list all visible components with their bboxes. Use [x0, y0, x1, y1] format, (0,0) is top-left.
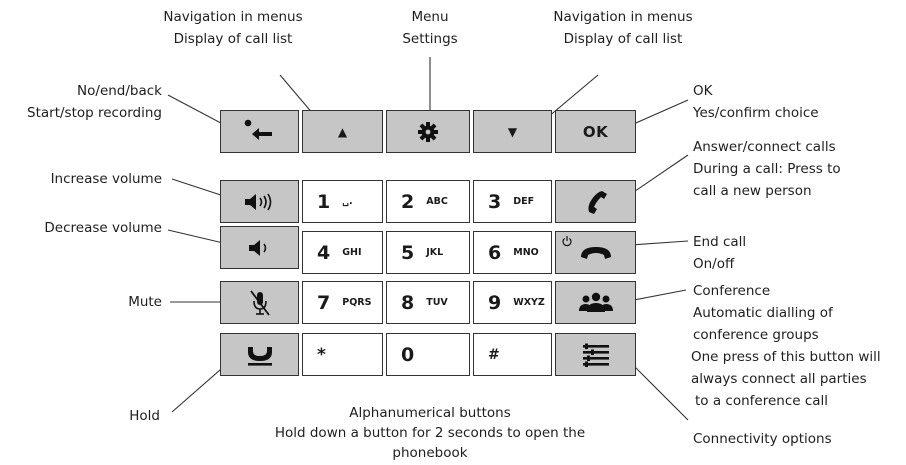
- label-mute: Mute: [128, 294, 162, 310]
- handset-hold-icon: [244, 343, 276, 367]
- volume-up-button[interactable]: [220, 180, 299, 223]
- label-decrease-volume: Decrease volume: [44, 220, 162, 236]
- volume-down-button[interactable]: [220, 226, 299, 269]
- key-star[interactable]: *: [302, 333, 383, 376]
- list-options-icon: [581, 343, 611, 367]
- end-call-button[interactable]: [555, 231, 636, 274]
- handset-hangup-icon: [579, 243, 613, 263]
- down-button[interactable]: ▼: [473, 110, 552, 153]
- back-button[interactable]: [220, 110, 299, 153]
- key-6[interactable]: 6 MNO: [473, 231, 552, 274]
- key-7[interactable]: 7 PQRS: [302, 281, 383, 324]
- key-5[interactable]: 5 JKL: [386, 231, 470, 274]
- back-arrow-with-dot-icon: [240, 117, 280, 147]
- microphone-muted-icon: [248, 289, 272, 317]
- key-0[interactable]: 0: [386, 333, 470, 376]
- handset-answer-icon: [582, 188, 610, 216]
- key-2[interactable]: 2 ABC: [386, 180, 470, 223]
- key-1[interactable]: 1 ␣.: [302, 180, 383, 223]
- label-connectivity: Connectivity options: [693, 431, 832, 447]
- key-4[interactable]: 4 GHI: [302, 231, 383, 274]
- volume-up-icon: [243, 191, 277, 213]
- up-button[interactable]: ▲: [302, 110, 383, 153]
- gear-icon: [417, 121, 439, 143]
- label-increase-volume: Increase volume: [50, 171, 162, 187]
- ok-label: OK: [582, 122, 609, 141]
- up-arrow-icon: ▲: [337, 124, 348, 139]
- down-arrow-icon: ▼: [507, 124, 518, 139]
- connectivity-button[interactable]: [555, 333, 636, 376]
- key-8[interactable]: 8 TUV: [386, 281, 470, 324]
- key-3[interactable]: 3 DEF: [473, 180, 552, 223]
- conference-people-icon: [578, 291, 614, 315]
- label-hold: Hold: [129, 408, 160, 424]
- conference-button[interactable]: [555, 281, 636, 324]
- key-hash[interactable]: #: [473, 333, 552, 376]
- menu-button[interactable]: [386, 110, 470, 153]
- ok-button[interactable]: OK: [555, 110, 636, 153]
- mute-button[interactable]: [220, 281, 299, 324]
- power-icon: [561, 235, 573, 247]
- volume-down-icon: [245, 237, 275, 259]
- key-9[interactable]: 9 WXYZ: [473, 281, 552, 324]
- answer-button[interactable]: [555, 180, 636, 223]
- hold-button[interactable]: [220, 333, 299, 376]
